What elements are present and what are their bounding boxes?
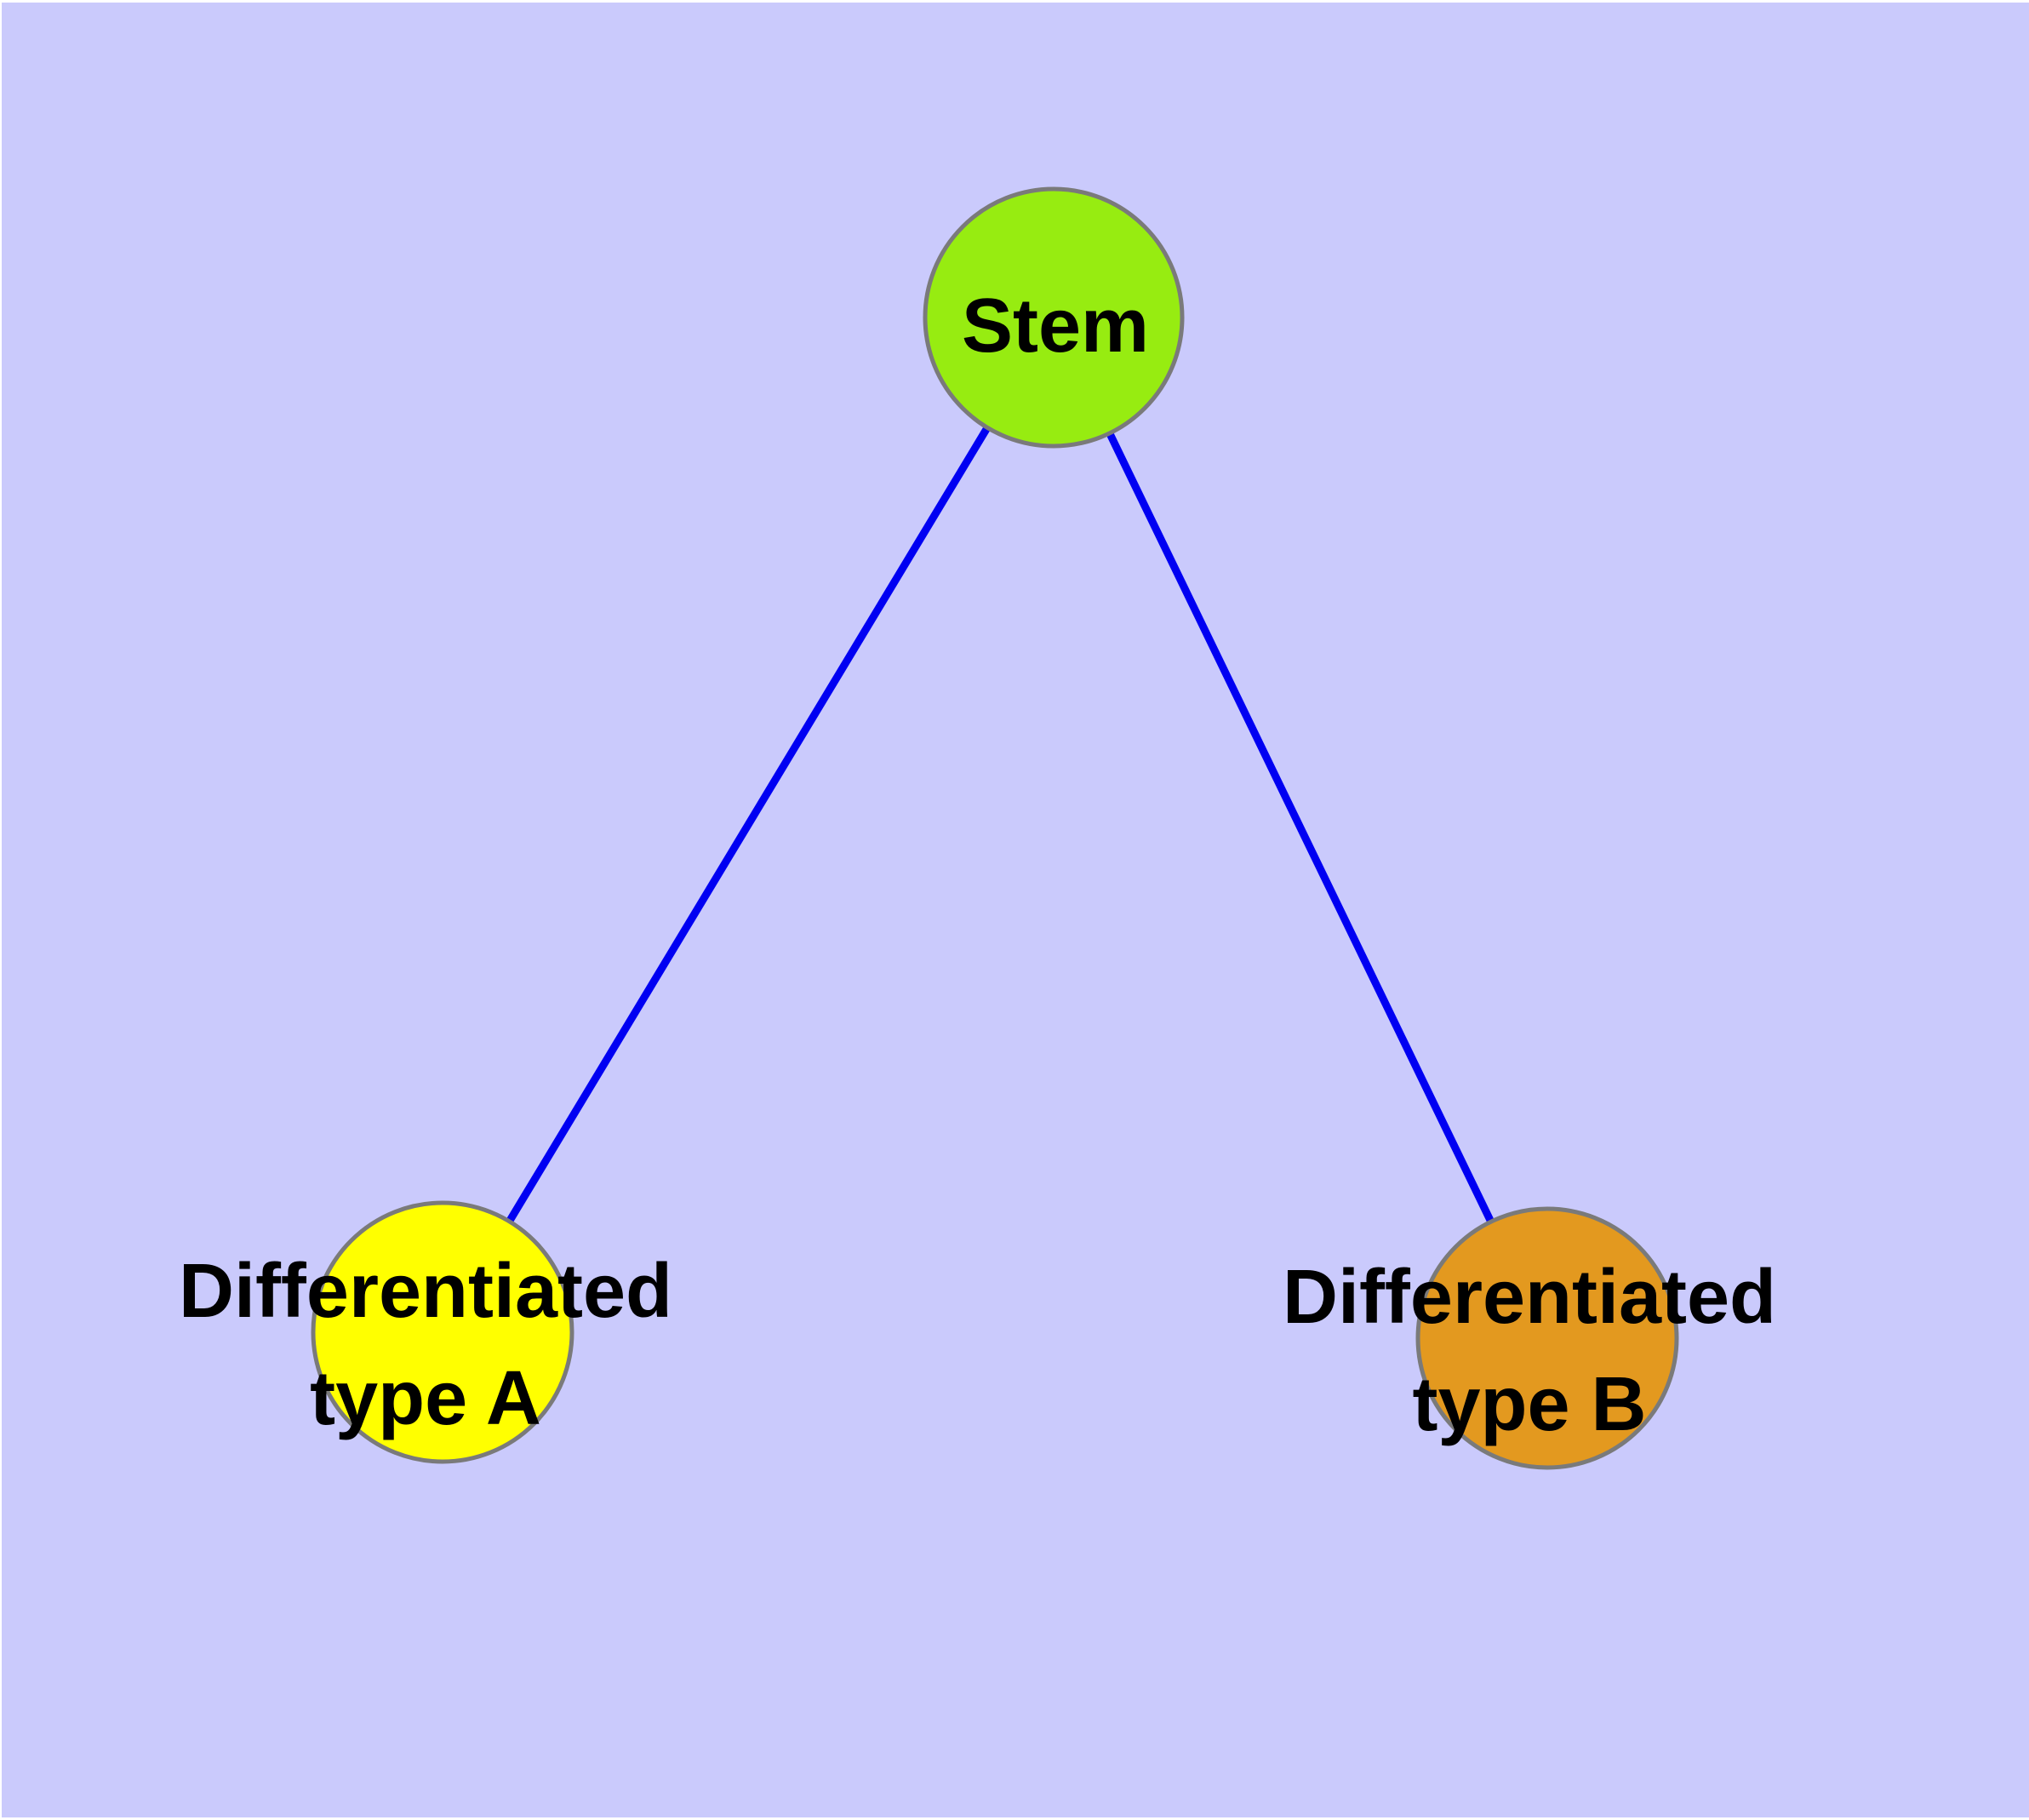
node-type-a-label-line2: type A <box>310 1356 541 1441</box>
edge-stem-to-type-b <box>1049 316 1552 1340</box>
node-stem-label: Stem <box>962 283 1149 369</box>
node-type-b-label-line1: Differentiated <box>1283 1255 1776 1340</box>
node-type-a-label-line1: Differentiated <box>179 1249 672 1334</box>
node-type-b-label-line2: type B <box>1412 1362 1646 1447</box>
edge-stem-to-type-a <box>439 315 1057 1335</box>
node-differentiated-type-b <box>1415 1206 1679 1470</box>
node-differentiated-type-a <box>311 1200 574 1464</box>
node-stem <box>923 186 1185 449</box>
